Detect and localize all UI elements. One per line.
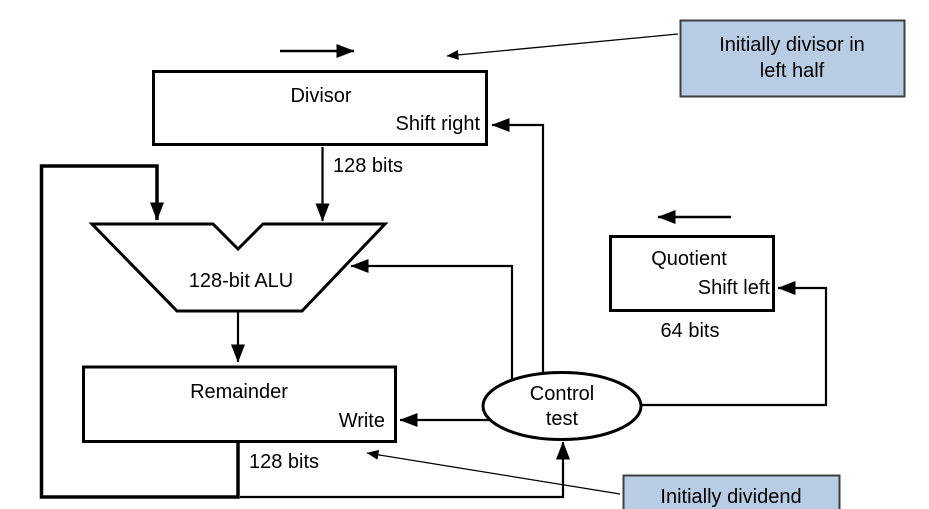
- control-label-line2: test: [546, 408, 579, 430]
- callout-divisor-note: [679, 19, 906, 98]
- callout-divisor-note-line1: Initially divisor in: [719, 34, 865, 56]
- leader-divisor-note-arrow: [446, 33, 679, 60]
- quotient-width-label: 64 bits: [661, 320, 720, 342]
- callout-divisor-note-line2: left half: [760, 60, 825, 82]
- divisor-register: [152, 70, 488, 146]
- quotient-label: Quotient: [651, 248, 727, 270]
- control-label-line1: Control: [530, 383, 594, 405]
- leader-dividend-note-arrow: [366, 449, 621, 495]
- control-test-ellipse: [481, 371, 643, 441]
- alu-label: 128-bit ALU: [189, 270, 294, 292]
- divisor-label: Divisor: [290, 85, 351, 107]
- wire-remainder-to-control: [240, 441, 570, 499]
- wire-control-to-alu: [350, 259, 514, 380]
- wire-remainder-loop-to-alu: [39, 164, 240, 499]
- alu-shape: [88, 222, 389, 313]
- remainder-write-label: Write: [339, 410, 385, 432]
- divisor-shift-right-label: Shift right: [396, 113, 481, 135]
- remainder-register: [82, 365, 397, 443]
- quotient-shift-left-label: Shift left: [698, 277, 771, 299]
- remainder-width-label: 128 bits: [249, 451, 319, 473]
- quotient-register: [609, 235, 775, 312]
- wire-control-to-quotient-shift: [641, 281, 828, 407]
- callout-dividend-note: [622, 474, 841, 509]
- wire-control-to-divisor-shift: [491, 118, 545, 373]
- callout-dividend-note-line1: Initially dividend: [660, 486, 801, 508]
- divisor-width-label: 128 bits: [333, 155, 403, 177]
- remainder-label: Remainder: [190, 381, 288, 403]
